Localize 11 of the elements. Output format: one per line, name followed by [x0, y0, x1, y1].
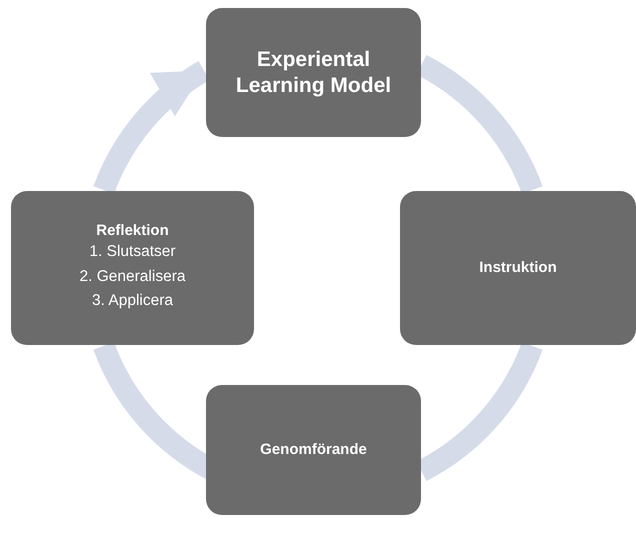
list-item: 3. Applicera: [92, 291, 173, 312]
box-title: Reflektion: [96, 222, 169, 240]
process-box: [11, 191, 254, 345]
list-item: 1. Slutsatser: [89, 242, 176, 262]
process-box: [400, 191, 636, 345]
list-item: 2. Generalisera: [80, 266, 186, 287]
process-box: [206, 8, 421, 137]
box-title: Instruktion: [479, 259, 557, 277]
process-box: [206, 385, 421, 515]
box-title: Experiental Learning Model: [234, 47, 392, 98]
box-title: Genomförande: [260, 441, 367, 459]
